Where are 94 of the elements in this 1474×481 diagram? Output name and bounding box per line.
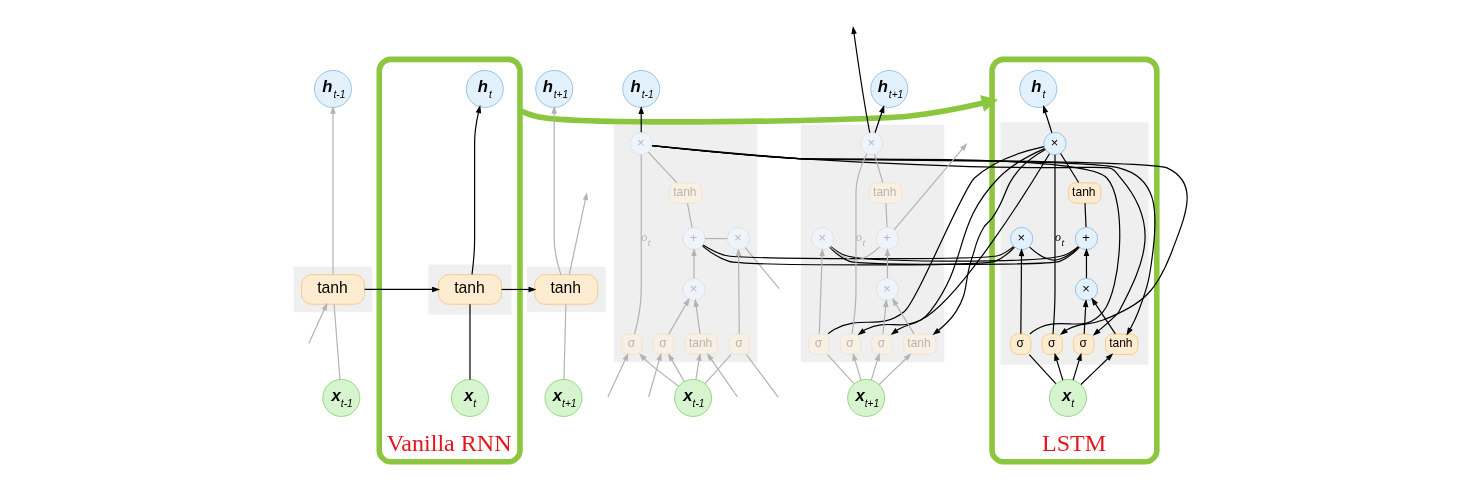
node-circle: ×: [875, 277, 900, 302]
connector: [744, 247, 780, 290]
connector: [704, 353, 732, 385]
node-circle: ×: [811, 227, 835, 251]
node-box: tanh: [534, 274, 599, 305]
node-circle: h$_{t+1}$: [535, 70, 574, 108]
connector: [704, 237, 728, 240]
arrow: [639, 353, 680, 387]
connector: [829, 246, 881, 261]
node-box: tanh: [903, 333, 937, 355]
connector: [1084, 202, 1087, 228]
connector: [1060, 152, 1080, 184]
arrow: [893, 143, 968, 231]
node-circle: x$_{t+1}$: [847, 378, 886, 417]
arrow: [892, 297, 915, 335]
arrow: [857, 153, 1051, 336]
arrow: [1072, 352, 1082, 381]
node-circle: ×: [629, 132, 653, 156]
arrow: [874, 105, 885, 134]
node-box: tanh: [868, 182, 903, 204]
node-circle: ×: [726, 227, 750, 251]
arrow: [648, 352, 662, 398]
node-circle: x$_{t+1}$: [544, 378, 583, 417]
arrow: [568, 192, 589, 276]
node-box: tanh: [438, 274, 502, 305]
arrow: [706, 352, 739, 398]
connector: [827, 145, 1045, 335]
arrow: [363, 286, 441, 293]
node-circle: +: [875, 227, 900, 251]
node-box: tanh: [684, 333, 719, 355]
arrow: [668, 353, 685, 383]
node-circle: +: [1074, 227, 1099, 251]
node-circle: x$_{t-1}$: [322, 378, 361, 417]
connector: [563, 303, 567, 381]
arrow: [882, 299, 889, 335]
cluster: [428, 264, 512, 315]
arrow: [890, 148, 1046, 335]
connector: [1028, 353, 1057, 385]
arrow: [878, 353, 912, 386]
arrow: [1042, 105, 1053, 134]
node-circle: h$_{t}$: [1019, 70, 1058, 108]
connector: [686, 202, 693, 229]
arrow: [735, 248, 742, 335]
connector: [874, 153, 884, 184]
connector: [1052, 154, 1056, 335]
connector: [885, 202, 888, 228]
node-circle: +: [682, 227, 706, 251]
arrow: [884, 248, 891, 279]
node-circle: h$_{t}$: [465, 70, 504, 108]
connector: [745, 353, 779, 398]
node-box: tanh: [669, 182, 703, 204]
arrow: [471, 105, 482, 275]
node-box: tanh: [1067, 182, 1102, 204]
node-circle: x$_{t}$: [1048, 378, 1087, 417]
node-box: tanh: [301, 274, 365, 305]
arrow: [330, 105, 336, 275]
arrow: [1054, 352, 1064, 381]
connector: [647, 151, 678, 184]
node-circle: h$_{t-1}$: [622, 70, 661, 108]
arrow: [1080, 353, 1114, 386]
arrow: [638, 105, 644, 133]
arrow: [551, 105, 562, 276]
node-box: tanh: [1104, 333, 1139, 355]
arrow: [852, 352, 862, 381]
connector: [701, 244, 1016, 266]
connector: [634, 154, 642, 335]
arrow: [932, 148, 1046, 336]
arrow: [695, 352, 702, 381]
arrow: [818, 248, 825, 335]
connector: [829, 246, 1080, 265]
node-circle: ×: [1074, 277, 1099, 302]
arrow: [500, 286, 537, 293]
connector: [333, 303, 341, 381]
arrow: [851, 25, 871, 134]
arrow: [1082, 299, 1089, 335]
arrow: [870, 352, 880, 381]
connector: [826, 353, 855, 385]
arrow: [691, 248, 697, 279]
arrow: [668, 297, 690, 335]
arrow: [1018, 248, 1025, 335]
node-circle: ×: [1043, 132, 1067, 156]
arrow: [1083, 248, 1090, 279]
arrow: [1091, 297, 1116, 335]
node-circle: h$_{t+1}$: [870, 70, 909, 108]
node-circle: ×: [1010, 227, 1034, 251]
connector: [851, 153, 868, 335]
node-circle: x$_{t}$: [451, 378, 489, 417]
node-circle: x$_{t-1}$: [674, 378, 713, 417]
node-circle: ×: [860, 132, 884, 156]
arrow: [308, 302, 328, 344]
node-circle: h$_{t-1}$: [314, 70, 352, 108]
node-circle: ×: [682, 277, 706, 302]
arrow: [607, 352, 629, 398]
arrow: [693, 298, 701, 335]
